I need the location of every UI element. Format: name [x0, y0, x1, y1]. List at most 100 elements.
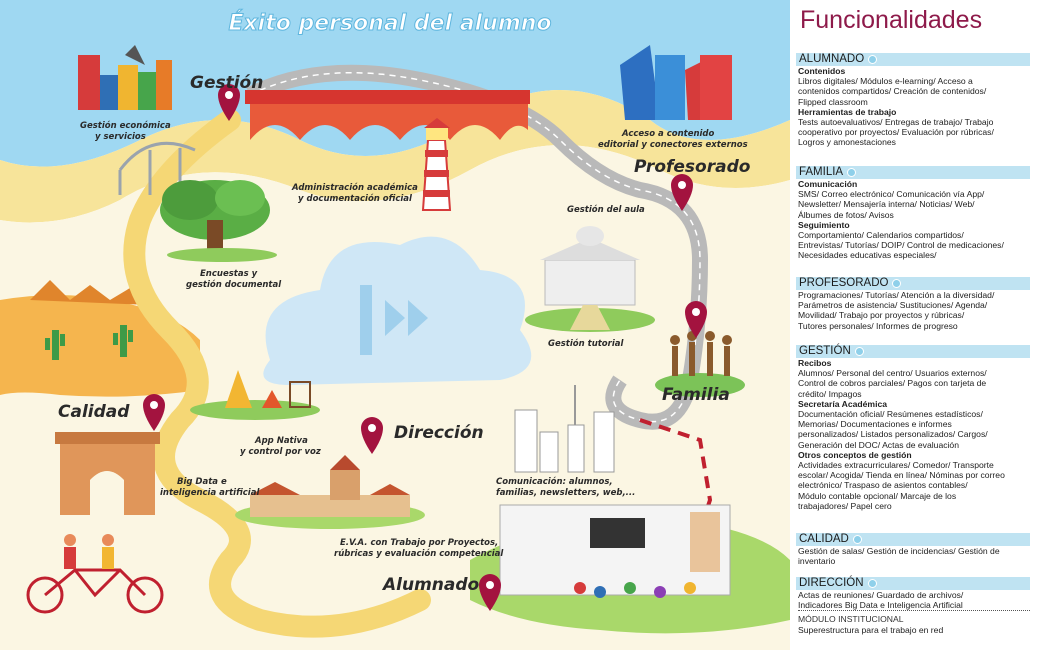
section-heading-label: PROFESORADO — [799, 277, 889, 289]
caption-gestion-economica-1: Gestión económica — [80, 120, 171, 131]
section-direccion: DIRECCIÓN Actas de reuniones/ Guardado d… — [796, 577, 1030, 635]
label-calidad: Calidad — [58, 402, 130, 422]
sand-band — [0, 90, 790, 223]
caption-app-2: y control por voz — [240, 447, 321, 457]
section-heading: FAMILIA — [796, 166, 1030, 179]
text-line: Comportamiento/ Calendarios compartidos/ — [798, 230, 964, 241]
label-direccion: Dirección — [394, 423, 484, 443]
subtitle: Seguimiento — [798, 219, 850, 230]
text-line: Documentación oficial/ Resúmenes estadís… — [798, 409, 983, 420]
text-line: crédito/ Impagos — [798, 388, 862, 399]
section-heading: DIRECCIÓN — [796, 577, 1030, 590]
location-pin-icon — [854, 347, 864, 356]
section-alumnado: ALUMNADO Contenidos Libros digitales/ Mó… — [796, 53, 1030, 148]
caption-administracion-2: y documentación oficial — [298, 193, 413, 204]
caption-bigdata-2: inteligencia artificial — [160, 488, 260, 498]
desert-rocks — [30, 280, 150, 305]
label-profesorado: Profesorado — [634, 157, 751, 177]
walkway-path — [123, 109, 431, 638]
caption-eva-1: E.V.A. con Trabajo por Proyectos, — [340, 538, 498, 548]
subtitle: Secretaría Académica — [798, 398, 888, 409]
lighthouse-icon — [421, 118, 452, 211]
location-pin-icon — [218, 84, 240, 121]
text-line: Control de cobros parciales/ Pagos con t… — [798, 378, 987, 389]
text-line: cooperativo por proyectos/ Evaluación po… — [798, 127, 994, 138]
cloud-logo — [263, 236, 532, 385]
location-pin-icon — [852, 535, 862, 544]
caption-bigdata-1: Big Data e — [177, 477, 227, 487]
section-heading: ALUMNADO — [796, 53, 1030, 66]
text-line: Alumnos/ Personal del centro/ Usuarios e… — [798, 368, 987, 379]
capitol-building-icon — [525, 226, 655, 332]
cactus-icon — [45, 325, 133, 360]
text-line: personalizados/ Listados personalizados/… — [798, 429, 988, 440]
subtitle: Comunicación — [798, 179, 858, 189]
section-heading: CALIDAD — [796, 533, 1030, 546]
caption-encuestas-1: Encuestas y — [200, 269, 258, 279]
map-title: Éxito personal del alumno — [228, 10, 551, 36]
panel-title: Funcionalidades — [800, 6, 983, 34]
classroom-icon — [499, 504, 731, 598]
caption-comunicacion-2: familias, newsletters, web,... — [496, 488, 635, 498]
location-pin-icon — [361, 417, 383, 454]
modulo-text: Superestructura para el trabajo en red — [798, 624, 944, 635]
caption-gestion-aula: Gestión del aula — [567, 204, 645, 215]
location-pin-icon — [868, 55, 878, 64]
section-heading-label: GESTIÓN — [799, 345, 851, 357]
text-line: Newsletter/ Mensajería interna/ Noticias… — [798, 199, 975, 210]
text-line: escolar/ Acogida/ Tienda en línea/ Nómin… — [798, 470, 1005, 481]
houses-icon — [78, 45, 172, 110]
section-heading-label: FAMILIA — [799, 166, 844, 178]
text-line: Entrevistas/ Tutorías/ DOIP/ Control de … — [798, 240, 1004, 251]
dashed-route — [639, 418, 713, 561]
text-line: Movilidad/ Trabajo por proyectos y rúbri… — [798, 310, 965, 321]
text-line: Módulo contable opcional/ Marcaje de los — [798, 490, 957, 501]
location-pin-icon — [671, 174, 693, 211]
location-pin-icon — [685, 301, 707, 338]
caption-acceso-1: Acceso a contenido — [621, 129, 715, 139]
caption-gestion-tutorial: Gestión tutorial — [548, 338, 624, 349]
text-line: inventario — [798, 556, 836, 567]
section-heading: PROFESORADO — [796, 277, 1030, 290]
section-heading-label: ALUMNADO — [799, 53, 865, 65]
caption-acceso-2: editorial y conectores externos — [598, 140, 748, 150]
section-heading: GESTIÓN — [796, 345, 1030, 358]
map-illustration: Éxito personal del alumno Gestión Profes… — [0, 0, 790, 650]
caption-encuestas-2: gestión documental — [186, 279, 282, 290]
location-pin-icon — [892, 279, 902, 288]
text-line: Necesidades educativas especiales/ — [798, 250, 937, 261]
tandem-bicycle-icon — [26, 534, 164, 614]
caption-administracion-1: Administración académica — [291, 182, 418, 193]
text-line: Libros digitales/ Módulos e-learning/ Ac… — [798, 76, 973, 87]
caption-gestion-economica-2: y servicios — [95, 132, 146, 142]
campfire-icon — [190, 370, 320, 420]
section-familia: FAMILIA Comunicación SMS/ Correo electró… — [796, 166, 1030, 261]
text-line: Tests autoevaluativos/ Entregas de traba… — [798, 117, 994, 128]
label-familia: Familia — [662, 385, 730, 405]
city-towers-icon — [514, 385, 615, 473]
caption-comunicacion-1: Comunicación: alumnos, — [496, 476, 613, 487]
location-pin-icon — [867, 579, 877, 588]
caption-app-1: App Nativa — [254, 436, 308, 446]
text-line: Indicadores Big Data e Inteligencia Arti… — [798, 600, 1030, 612]
location-pin-icon — [143, 394, 165, 431]
location-pin-icon — [479, 574, 501, 611]
village-icon — [235, 455, 425, 529]
subtitle: Contenidos — [798, 66, 846, 76]
text-line: SMS/ Correo electrónico/ Comunicación ví… — [798, 189, 985, 200]
label-alumnado: Alumnado — [381, 575, 480, 595]
text-line: Parámetros de asistencia/ Sustituciones/… — [798, 300, 988, 311]
location-pin-icon — [847, 168, 857, 177]
subtitle: Otros conceptos de gestión — [798, 449, 912, 460]
text-line: Logros y amonestaciones — [798, 137, 896, 148]
caption-eva-2: rúbricas y evaluación competencial — [334, 548, 504, 559]
skyscrapers-icon — [620, 45, 732, 120]
text-line: Gestión de salas/ Gestión de incidencias… — [798, 546, 1000, 556]
section-profesorado: PROFESORADO Programaciones/ Tutorías/ At… — [796, 277, 1030, 331]
text-line: Memorias/ Documentaciones e informes — [798, 419, 952, 430]
triumphal-arch-icon — [55, 432, 160, 515]
road-markings — [249, 71, 701, 423]
subtitle: Herramientas de trabajo — [798, 106, 897, 117]
tree-icon — [160, 180, 277, 262]
text-line: Álbumes de fotos/ Avisos — [798, 209, 894, 220]
